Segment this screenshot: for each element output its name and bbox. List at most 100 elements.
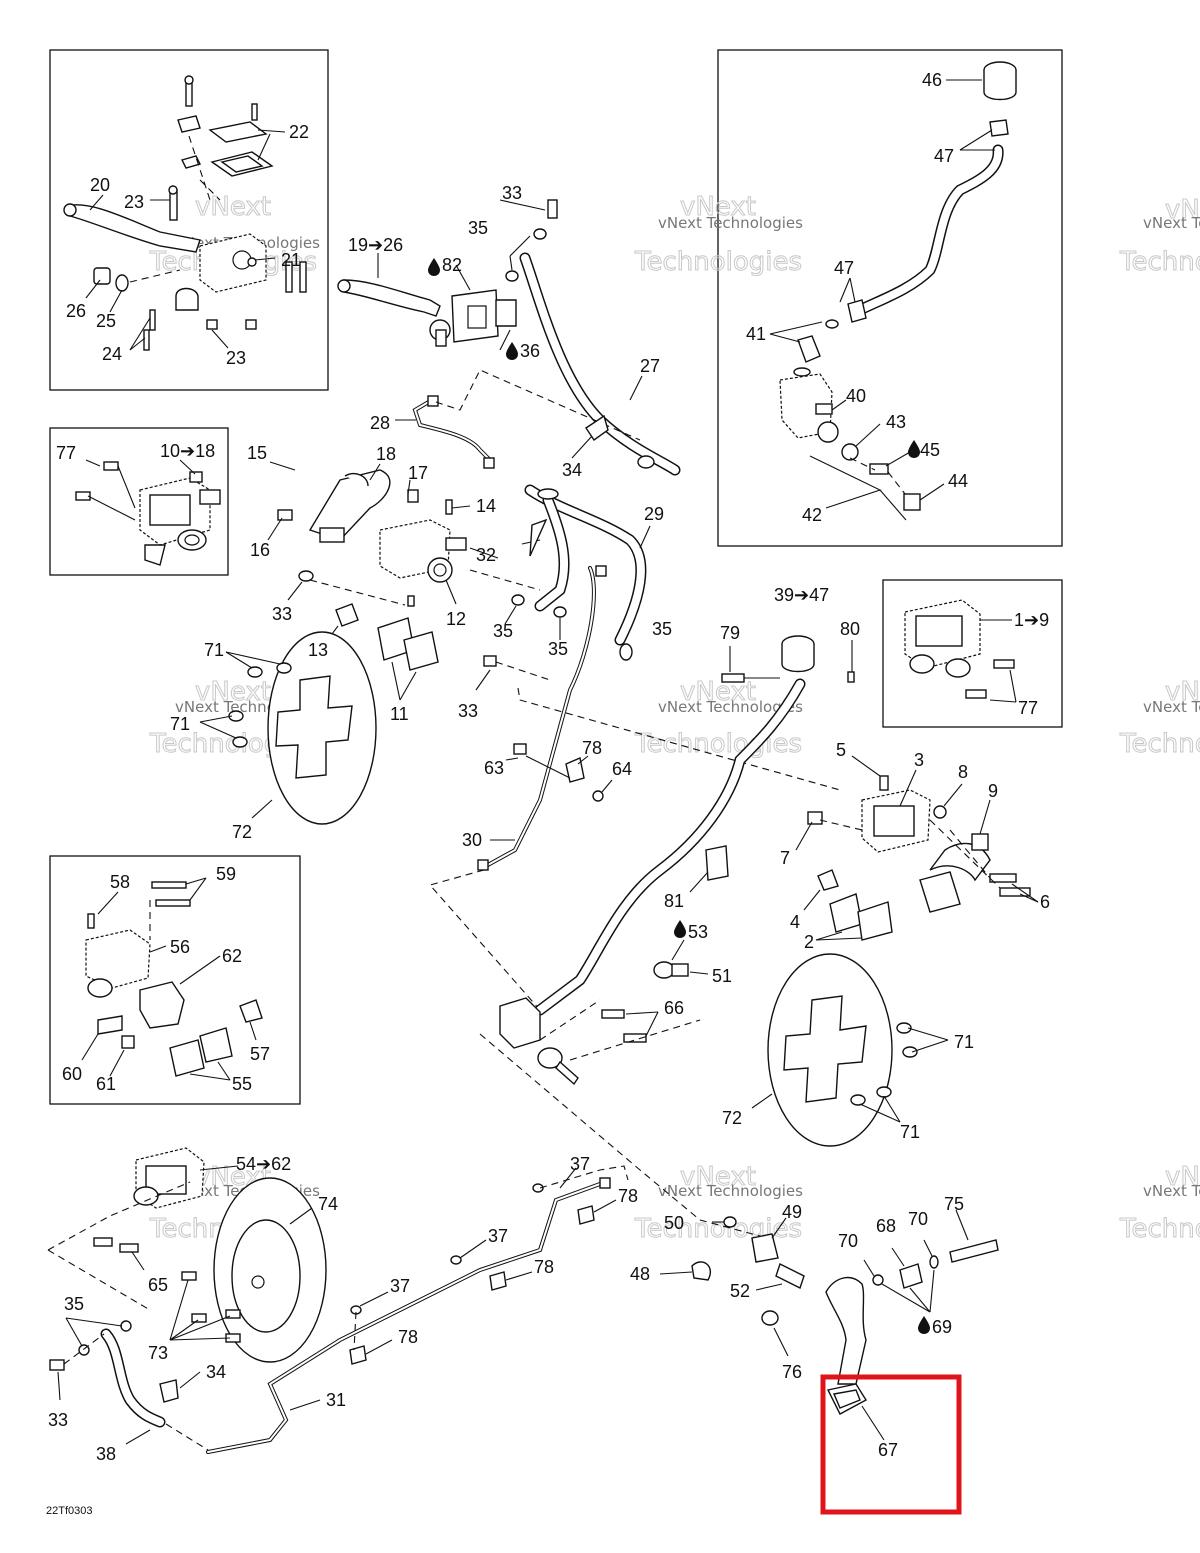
watermark-technologies: Technologies [634, 247, 802, 277]
watermark-caption: vNext Technologies [658, 214, 803, 232]
right-caliper-assembly-parts [904, 599, 1017, 703]
brake-line-28 [395, 369, 641, 469]
callout-69: 69 [932, 1317, 952, 1337]
callout-16: 16 [250, 540, 270, 560]
watermark-vnext: vNext [1165, 677, 1200, 707]
callout-68: 68 [876, 1216, 896, 1236]
inset-caliper-assembly-right [882, 579, 1063, 728]
callout-47-mid: 47 [834, 258, 854, 278]
callout-30: 30 [462, 830, 482, 850]
watermark-technologies: Technologies [1119, 729, 1200, 759]
callout-4: 4 [790, 912, 800, 932]
callout-41: 41 [746, 324, 766, 344]
callout-75: 75 [944, 1194, 964, 1214]
callout-74: 74 [318, 1194, 338, 1214]
callout-35-left: 35 [493, 621, 513, 641]
callout-7: 7 [780, 848, 790, 868]
callout-5: 5 [836, 740, 846, 760]
rear-master-cylinder-parts [769, 61, 1017, 521]
inset-front-master-cylinder-exploded [49, 49, 329, 391]
inset-front-caliper-assembly [49, 427, 229, 576]
callout-64: 64 [612, 759, 632, 779]
callout-42: 42 [802, 505, 822, 525]
callout-65: 65 [148, 1275, 168, 1295]
misc-fasteners-center [475, 655, 613, 802]
callout-46: 46 [922, 70, 942, 90]
callout-20: 20 [90, 175, 110, 195]
inset-caliper-exploded-left [49, 855, 301, 1105]
callout-71-c: 71 [954, 1032, 974, 1052]
callout-80: 80 [840, 619, 860, 639]
callout-61: 61 [96, 1074, 116, 1094]
callout-38: 38 [96, 1444, 116, 1464]
callout-54-62: 54➔62 [236, 1154, 291, 1174]
callout-23-top: 23 [124, 192, 144, 212]
callout-55: 55 [232, 1074, 252, 1094]
callout-34-bottom: 34 [206, 1362, 226, 1382]
callout-12: 12 [446, 609, 466, 629]
watermark-vnext: vNext [195, 192, 271, 222]
callout-67: 67 [878, 1440, 898, 1460]
callout-52: 52 [730, 1281, 750, 1301]
watermark-vnext: vNext [680, 1162, 756, 1192]
watermark-caption: vNext Technologies [1143, 698, 1200, 716]
callout-72-left: 72 [232, 822, 252, 842]
callout-6: 6 [1040, 892, 1050, 912]
callout-35-right: 35 [652, 619, 672, 639]
callout-78-c: 78 [534, 1257, 554, 1277]
callout-71-d: 71 [900, 1122, 920, 1142]
callout-36: 36 [520, 341, 540, 361]
callout-22: 22 [289, 122, 309, 142]
callout-62: 62 [222, 946, 242, 966]
callout-48: 48 [630, 1264, 650, 1284]
brake-pedal-assembly [659, 1209, 999, 1441]
front-left-brake-pads [325, 603, 439, 701]
callout-33-left: 33 [272, 604, 292, 624]
callout-58: 58 [110, 872, 130, 892]
rear-junction-block [479, 997, 761, 1237]
rear-left-brake-disc [169, 1177, 327, 1363]
brake-line-30 [429, 565, 607, 1011]
callout-33-top: 33 [502, 183, 522, 203]
inset-rear-master-cylinder-exploded [717, 49, 1063, 547]
callout-37-a: 37 [570, 1154, 590, 1174]
grease-drop-icons [428, 258, 930, 1334]
drop-icon [908, 440, 920, 458]
callout-70-left: 70 [838, 1231, 858, 1251]
rear-right-brake-disc [751, 953, 949, 1147]
drop-icon [674, 920, 686, 938]
callout-44: 44 [948, 471, 968, 491]
callout-81: 81 [664, 891, 684, 911]
callout-29: 29 [644, 504, 664, 524]
brake-hose-29 [521, 484, 651, 661]
inset-caliper-assembly-parts [75, 459, 221, 566]
callout-33-bottom: 33 [48, 1410, 68, 1430]
watermark-vnext: vNext [680, 192, 756, 222]
callout-78-d: 78 [398, 1327, 418, 1347]
callout-24: 24 [102, 344, 122, 364]
watermark-vnext: vNext [195, 677, 271, 707]
callout-35-top: 35 [468, 218, 488, 238]
callout-10-18: 10➔18 [160, 441, 215, 461]
brake-light-switch [653, 939, 709, 979]
callout-9: 9 [988, 781, 998, 801]
callout-31: 31 [326, 1390, 346, 1410]
callout-57: 57 [250, 1044, 270, 1064]
watermark-vnext: vNext [1165, 195, 1200, 225]
callout-71-b: 71 [170, 714, 190, 734]
watermark-caption: vNext Technologies [658, 698, 803, 716]
callout-56: 56 [170, 937, 190, 957]
callout-15: 15 [247, 443, 267, 463]
callout-28: 28 [370, 413, 390, 433]
callout-11: 11 [390, 704, 409, 724]
callout-50: 50 [664, 1213, 684, 1233]
callout-3: 3 [914, 750, 924, 770]
front-master-cylinder-assembly [337, 199, 681, 476]
callout-43: 43 [886, 412, 906, 432]
front-master-cylinder-parts [63, 75, 274, 351]
watermark-caption: vNext Technologies [1143, 214, 1200, 232]
watermark-vnext: vNext [1165, 1162, 1200, 1192]
callout-78-b: 78 [618, 1186, 638, 1206]
callout-53: 53 [688, 922, 708, 942]
